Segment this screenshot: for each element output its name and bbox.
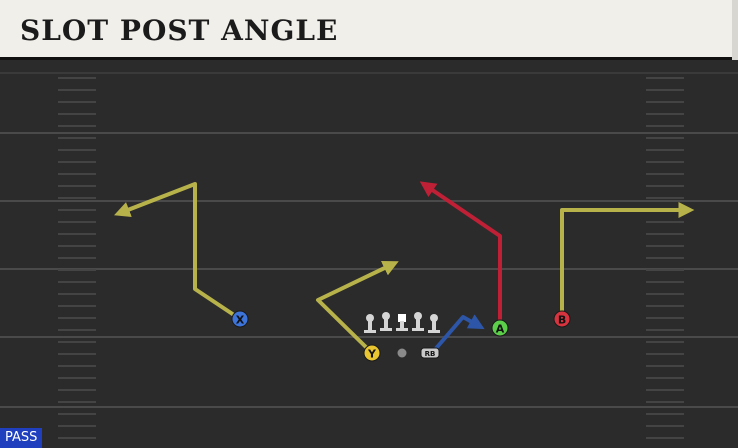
lineman-icon [364,314,376,333]
lineman-icon [412,312,424,331]
offensive-line [364,312,440,333]
player-y-circle [363,344,381,362]
player-y[interactable]: Y [363,344,381,362]
player-x[interactable]: X [231,310,249,328]
play-type-badge: PASS [0,428,43,448]
player-rb-label: RB [425,350,436,358]
play-title: SLOT POST ANGLE [20,14,339,47]
lineman-icon [380,312,392,331]
route-y [316,260,399,355]
football-field: X Y A B RB [0,72,738,439]
center-icon [396,314,408,331]
player-x-label: X [236,314,245,327]
hash-marks [58,77,684,439]
lineman-icon [428,314,440,333]
player-b-circle [553,310,571,328]
player-b[interactable]: B [553,310,571,328]
player-a-label: A [496,323,505,336]
player-rb-badge [420,347,440,359]
yard-lines [0,72,738,408]
title-bar-edge [732,0,738,60]
player-a-circle [491,319,509,337]
route-x [114,182,242,321]
title-bar: SLOT POST ANGLE [0,0,738,60]
player-b-label: B [558,314,566,327]
player-y-label: Y [367,348,377,361]
player-x-circle [231,310,249,328]
quarterback-dot [397,348,407,358]
player-rb[interactable]: RB [420,347,440,359]
route-rb [430,314,485,355]
route-b [560,202,695,319]
route-a [419,181,502,328]
player-a[interactable]: A [491,319,509,337]
